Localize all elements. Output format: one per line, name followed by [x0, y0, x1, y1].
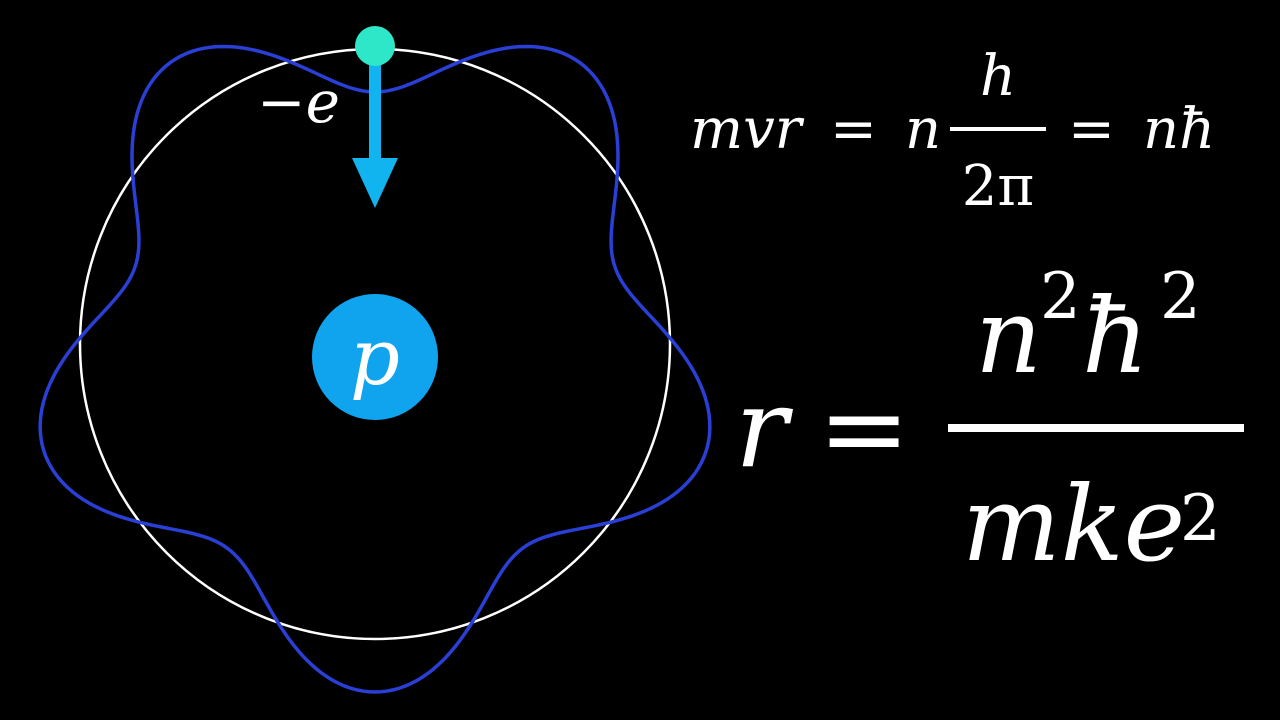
- quantization-equals-2: =: [1068, 97, 1115, 162]
- radius-lhs: r: [735, 364, 794, 492]
- quantization-lhs: mvr: [690, 97, 805, 162]
- numerator-n: n: [975, 275, 1042, 397]
- radius-equals: =: [818, 364, 910, 492]
- radius-equation: r = n 2 ħ 2 mke 2: [735, 260, 1244, 585]
- quantization-equation: mvr = n h 2π = nħ: [690, 44, 1215, 219]
- proton-circle: [312, 294, 438, 420]
- force-arrow-head: [352, 158, 398, 208]
- quantization-coefficient: n: [905, 97, 941, 162]
- numerator-hbar-exponent: 2: [1160, 260, 1201, 334]
- proton-label: p: [350, 313, 400, 403]
- quantization-rhs: nħ: [1143, 97, 1215, 162]
- electron-dot: [355, 26, 395, 66]
- fraction-denominator: 2π: [962, 154, 1034, 219]
- standing-wave: [38, 44, 712, 694]
- fraction-bar: [950, 127, 1046, 131]
- denominator-mke: mke: [962, 463, 1185, 585]
- electron-label: −e: [257, 68, 340, 136]
- radius-fraction-bar: [948, 424, 1244, 432]
- denominator-exponent: 2: [1180, 482, 1221, 556]
- quantization-equals-1: =: [830, 97, 877, 162]
- numerator-hbar: ħ: [1082, 275, 1149, 397]
- force-arrow-shaft: [369, 62, 381, 162]
- fraction-numerator: h: [980, 44, 1016, 109]
- numerator-n-exponent: 2: [1040, 260, 1081, 334]
